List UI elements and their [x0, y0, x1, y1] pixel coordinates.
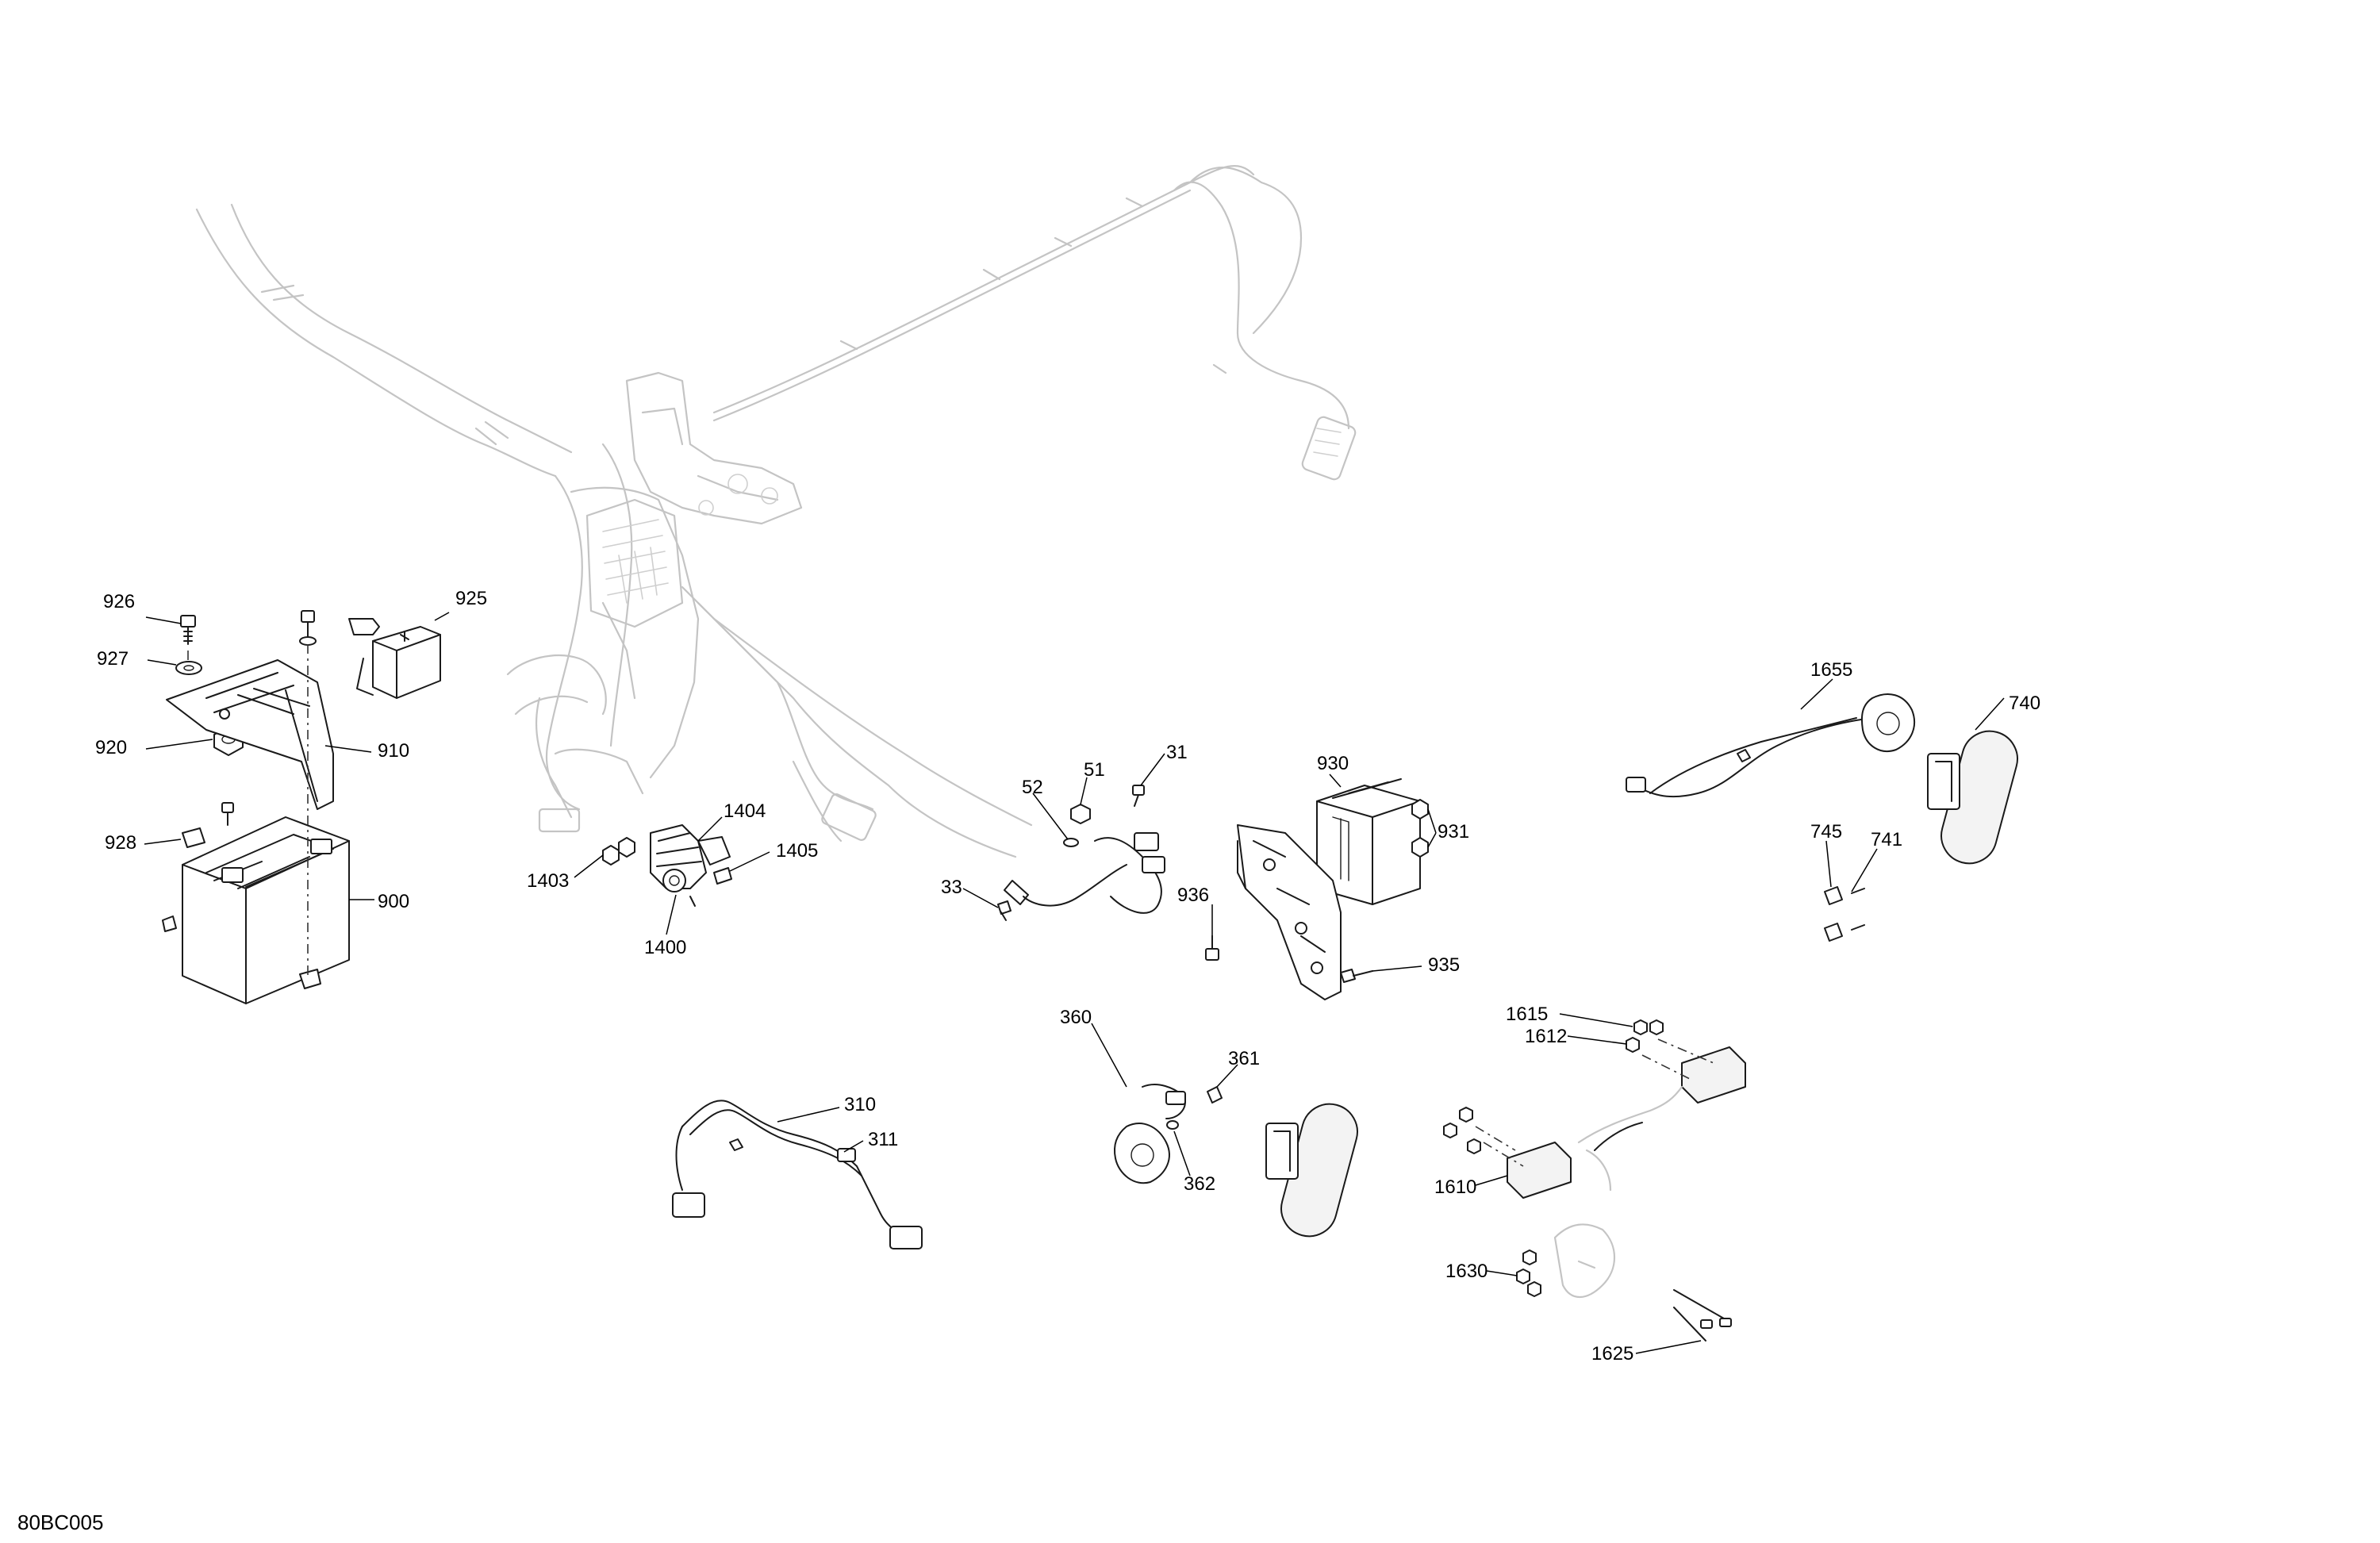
license-light-group: [1443, 1019, 1746, 1341]
callout-33: 33: [941, 877, 962, 898]
callout-1404: 1404: [724, 800, 766, 822]
positive-cable-group: [997, 785, 1165, 921]
callout-1655: 1655: [1810, 659, 1852, 681]
lamp-740: [1927, 730, 2018, 865]
callout-51: 51: [1084, 759, 1105, 781]
relay-assembly-1400: [602, 824, 732, 907]
battery-assembly: [162, 610, 441, 1004]
callout-labels: 926 925 927 920 910 928 900 1404 1405 14…: [95, 588, 2040, 1365]
leader-lines: [144, 612, 2005, 1354]
callout-1610: 1610: [1434, 1176, 1476, 1198]
lamp-left: [1265, 1103, 1358, 1238]
callout-311: 311: [868, 1129, 898, 1150]
callout-1403: 1403: [527, 870, 569, 892]
bolt-926: [180, 615, 196, 645]
hold-down-bracket-910: [166, 659, 334, 810]
callout-741: 741: [1871, 829, 1902, 850]
bolt-upper: [299, 610, 317, 646]
bolt-lower: [221, 802, 234, 826]
callout-745: 745: [1810, 821, 1842, 843]
bracket-935: [1237, 824, 1342, 1000]
washer-927: [175, 661, 202, 675]
callout-1400: 1400: [644, 937, 686, 958]
callout-931: 931: [1438, 821, 1469, 843]
callout-900: 900: [378, 891, 409, 912]
terminal-cover-925: [348, 618, 441, 699]
callout-935: 935: [1428, 954, 1460, 976]
callout-31: 31: [1166, 742, 1188, 763]
ghost-frame-harness: [195, 165, 1357, 858]
clip-928: [182, 827, 205, 848]
diagram-reference-code: 80BC005: [17, 1510, 103, 1534]
rear-lamp-left-group: [1114, 1084, 1358, 1238]
callout-1405: 1405: [776, 840, 818, 862]
callout-1615: 1615: [1506, 1004, 1548, 1025]
callout-925: 925: [455, 588, 487, 609]
callout-936: 936: [1177, 885, 1209, 906]
callout-1630: 1630: [1445, 1261, 1488, 1282]
callout-310: 310: [844, 1094, 876, 1115]
callout-52: 52: [1022, 777, 1043, 798]
callout-926: 926: [103, 591, 135, 612]
callout-920: 920: [95, 737, 127, 758]
callout-928: 928: [105, 832, 136, 854]
module-assembly-930: [1205, 778, 1429, 1000]
callout-360: 360: [1060, 1007, 1092, 1028]
callout-362: 362: [1184, 1173, 1215, 1195]
callout-1612: 1612: [1525, 1026, 1567, 1047]
callout-910: 910: [378, 740, 409, 762]
harness-group-310: [672, 1100, 923, 1249]
callout-1625: 1625: [1591, 1343, 1633, 1365]
callout-927: 927: [97, 648, 129, 670]
rear-light-group: [1626, 693, 2018, 942]
callout-740: 740: [2009, 693, 2040, 714]
callout-930: 930: [1317, 753, 1349, 774]
callout-361: 361: [1228, 1048, 1260, 1069]
